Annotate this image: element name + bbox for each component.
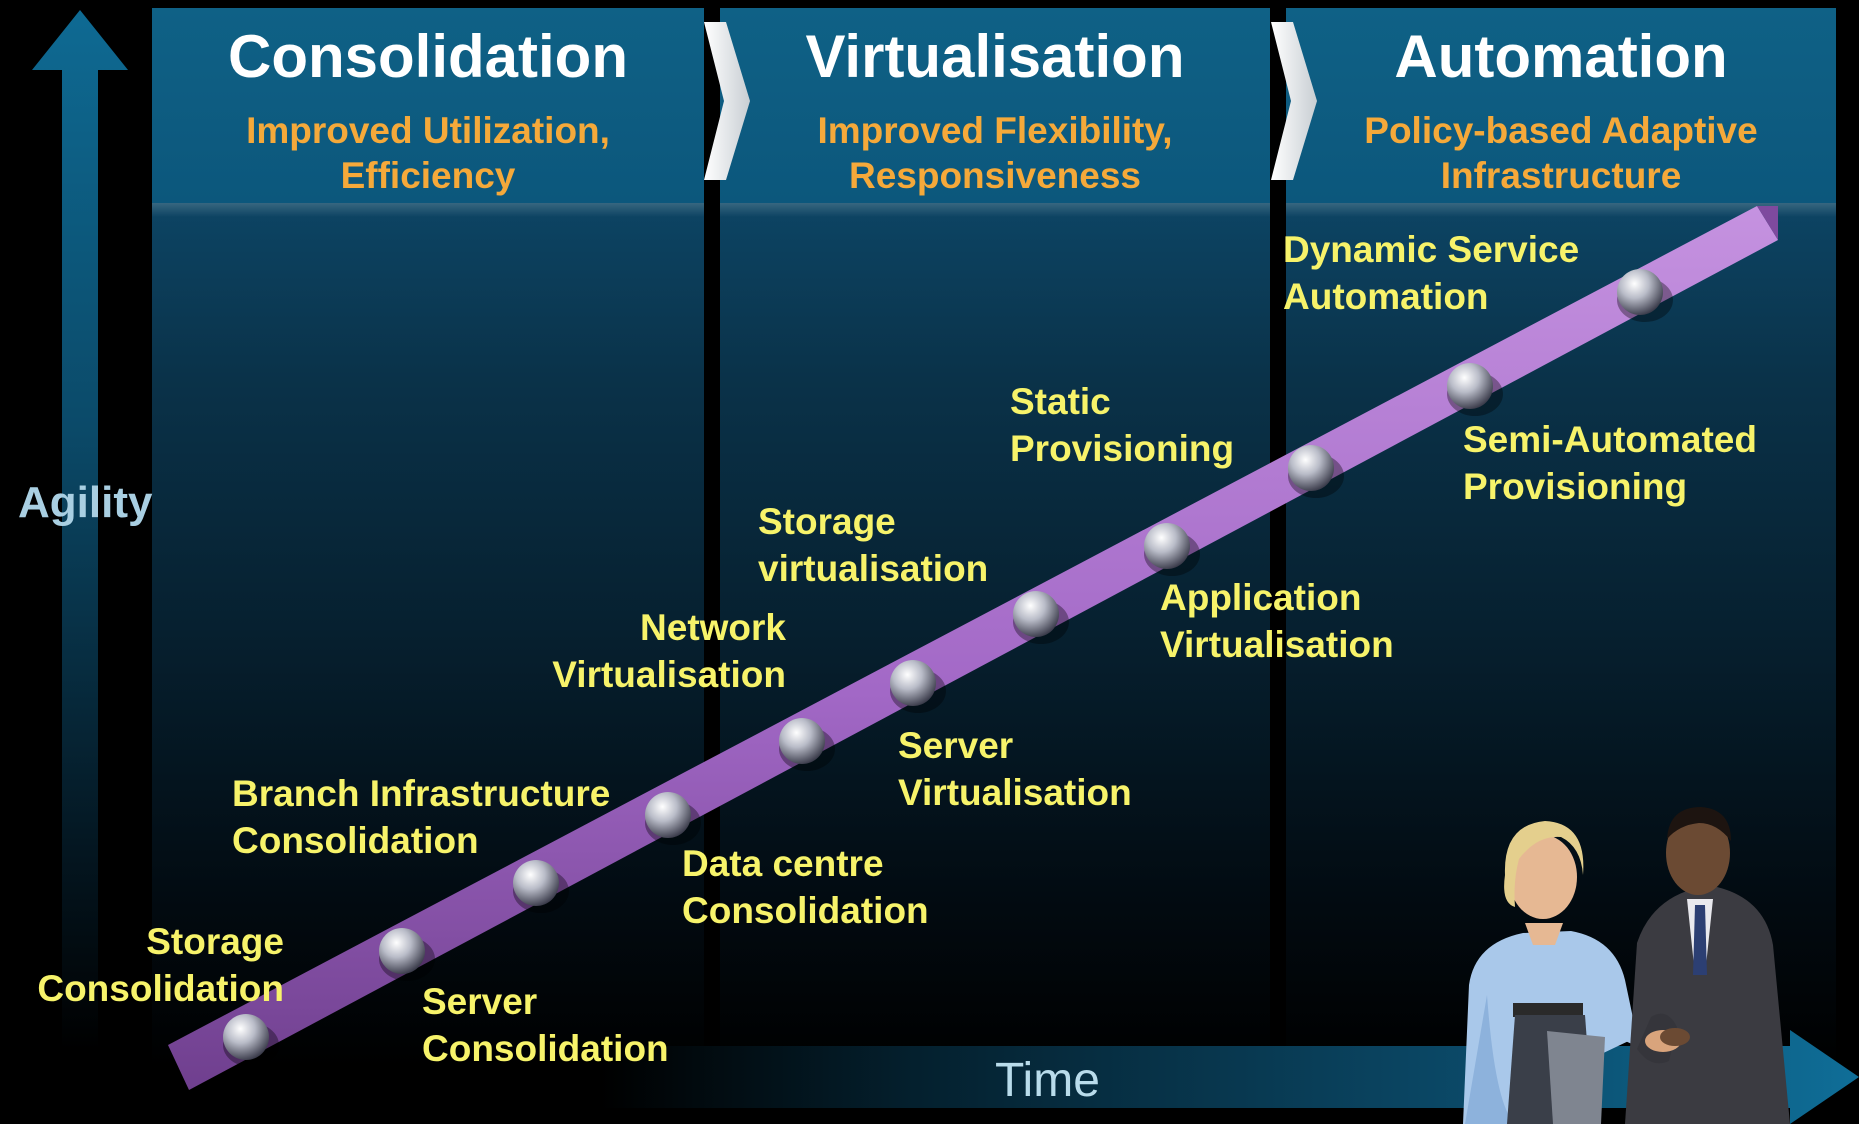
phase-subtitle: Improved Utilization, Efficiency [246, 110, 610, 196]
milestone-sphere [779, 718, 825, 764]
milestone-sphere [1617, 269, 1663, 315]
y-axis-label: Agility [18, 478, 153, 527]
milestone-sphere [223, 1014, 269, 1060]
milestone-sphere [1288, 445, 1334, 491]
milestone-label: Network Virtualisation [552, 607, 786, 695]
milestone-label: Semi-Automated Provisioning [1463, 419, 1757, 507]
x-axis-label: Time [995, 1054, 1100, 1107]
milestone-label: Server Consolidation [422, 981, 669, 1069]
chevron-right-icon [704, 22, 750, 180]
milestone-label: Data centre Consolidation [682, 843, 929, 931]
phase-title: Virtualisation [805, 23, 1185, 90]
milestone-sphere [1013, 591, 1059, 637]
milestone-sphere [890, 660, 936, 706]
milestone-label: Storage virtualisation [758, 501, 989, 589]
milestone-sphere [645, 792, 691, 838]
phase-title: Consolidation [228, 23, 628, 90]
milestone-sphere [1447, 363, 1493, 409]
phase-consolidation: Consolidation Improved Utilization, Effi… [152, 8, 704, 1068]
handshake-people-image [1463, 807, 1790, 1124]
milestone-label: Static Provisioning [1010, 381, 1235, 469]
agility-axis-arrow [32, 10, 128, 1050]
milestone-label: Server Virtualisation [898, 725, 1132, 813]
milestone-sphere [513, 860, 559, 906]
milestone-sphere [379, 928, 425, 974]
milestone-label: Application Virtualisation [1160, 577, 1394, 665]
milestone-label: Dynamic Service Automation [1283, 229, 1580, 317]
chevron-right-icon [1271, 22, 1317, 180]
milestone-label: Storage Consolidation [37, 921, 284, 1009]
phase-subtitle: Improved Flexibility, Responsiveness [817, 110, 1173, 196]
milestone-sphere [1144, 523, 1190, 569]
milestone-label: Branch Infrastructure Consolidation [232, 773, 611, 861]
phase-subtitle: Policy-based Adaptive Infrastructure [1364, 110, 1758, 196]
phase-title: Automation [1394, 23, 1728, 90]
